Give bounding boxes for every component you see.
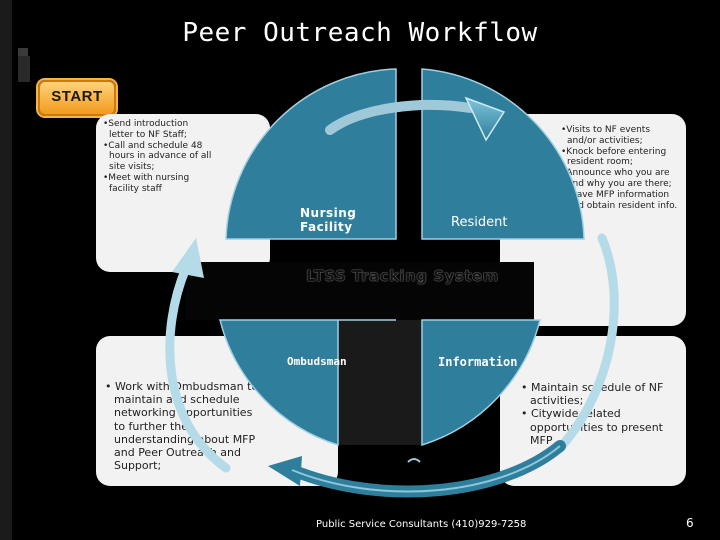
- label-text: Nursing Facility: [300, 206, 357, 235]
- bullet-line: •Send introduction: [103, 119, 189, 129]
- label-information: Information: [438, 355, 518, 369]
- panel-top-left-text: •Send introduction letter to NF Staff; •…: [103, 119, 211, 195]
- bullet-line: •Announce who you are: [561, 168, 670, 179]
- bullet-line: resident room;: [567, 157, 633, 168]
- bullet-line: letter to NF Staff;: [109, 129, 187, 140]
- bullet-line: • Citywide related: [521, 407, 621, 421]
- bullet-line: •Knock before entering: [561, 146, 667, 157]
- page-number: 6: [686, 516, 694, 530]
- start-button[interactable]: START: [38, 80, 116, 116]
- quadrant-information: [421, 319, 541, 447]
- label-resident: Resident: [451, 215, 508, 230]
- bullet-line: activities;: [530, 394, 584, 408]
- panel-bottom-right-text: • Maintain schedule of NF activities; • …: [521, 381, 663, 447]
- bullet-line: •Leave MFP information: [561, 189, 670, 200]
- top-arrow-head: [464, 96, 506, 142]
- left-arrow-head: [172, 238, 204, 278]
- bullet-line: site visits;: [109, 162, 155, 173]
- left-accent-bar: [0, 0, 12, 540]
- label-nursing-facility: Nursing Facility: [300, 206, 370, 235]
- bullet-line: understanding about MFP: [114, 432, 256, 446]
- label-ombudsman: Ombudsman: [287, 355, 347, 368]
- bottom-arrow-highlight: [291, 445, 561, 493]
- bottom-arrow-head: [268, 456, 302, 486]
- bullet-line: and obtain resident info.: [567, 200, 678, 211]
- bullet-line: and why you are there;: [567, 178, 672, 189]
- bullet-line: •Visits to NF events: [561, 125, 651, 135]
- ltss-tracking-label: LTSS Tracking System: [306, 267, 499, 285]
- center-cross-horizontal: [186, 262, 534, 320]
- bottom-cycle-arrow: [286, 440, 566, 498]
- bullet-line: • Work with Ombudsman to: [105, 380, 259, 393]
- right-cycle-arrow: [555, 233, 619, 453]
- bullet-line: and/or activities;: [567, 135, 643, 146]
- panel-top-right-text: •Visits to NF events and/or activities; …: [561, 125, 677, 211]
- bullet-line: opportunities to present: [530, 420, 663, 434]
- start-label: START: [51, 88, 103, 105]
- quadrant-resident: [421, 68, 585, 240]
- slide-title: Peer Outreach Workflow: [182, 18, 538, 48]
- bullet-line: •Meet with nursing: [103, 172, 190, 183]
- top-cycle-arrow: [325, 99, 475, 135]
- bullet-line: •Call and schedule 48: [103, 140, 203, 151]
- bullet-line: to further the: [114, 419, 189, 433]
- bullet-line: • Maintain schedule of NF: [521, 381, 664, 394]
- quadrant-nursing-facility: [225, 68, 397, 240]
- bullet-line: MFP: [530, 433, 553, 447]
- bullet-line: hours in advance of all: [109, 151, 212, 162]
- accent-mark: [18, 56, 30, 82]
- bullet-line: facility staff: [109, 183, 162, 194]
- bullet-line: Support;: [114, 459, 162, 473]
- curl-decoration: [407, 458, 421, 463]
- footer-contact: Public Service Consultants (410)929-7258: [316, 519, 527, 530]
- left-cycle-arrow: [165, 263, 231, 473]
- quadrant-ombudsman: [219, 319, 396, 447]
- accent-mark: [18, 48, 28, 62]
